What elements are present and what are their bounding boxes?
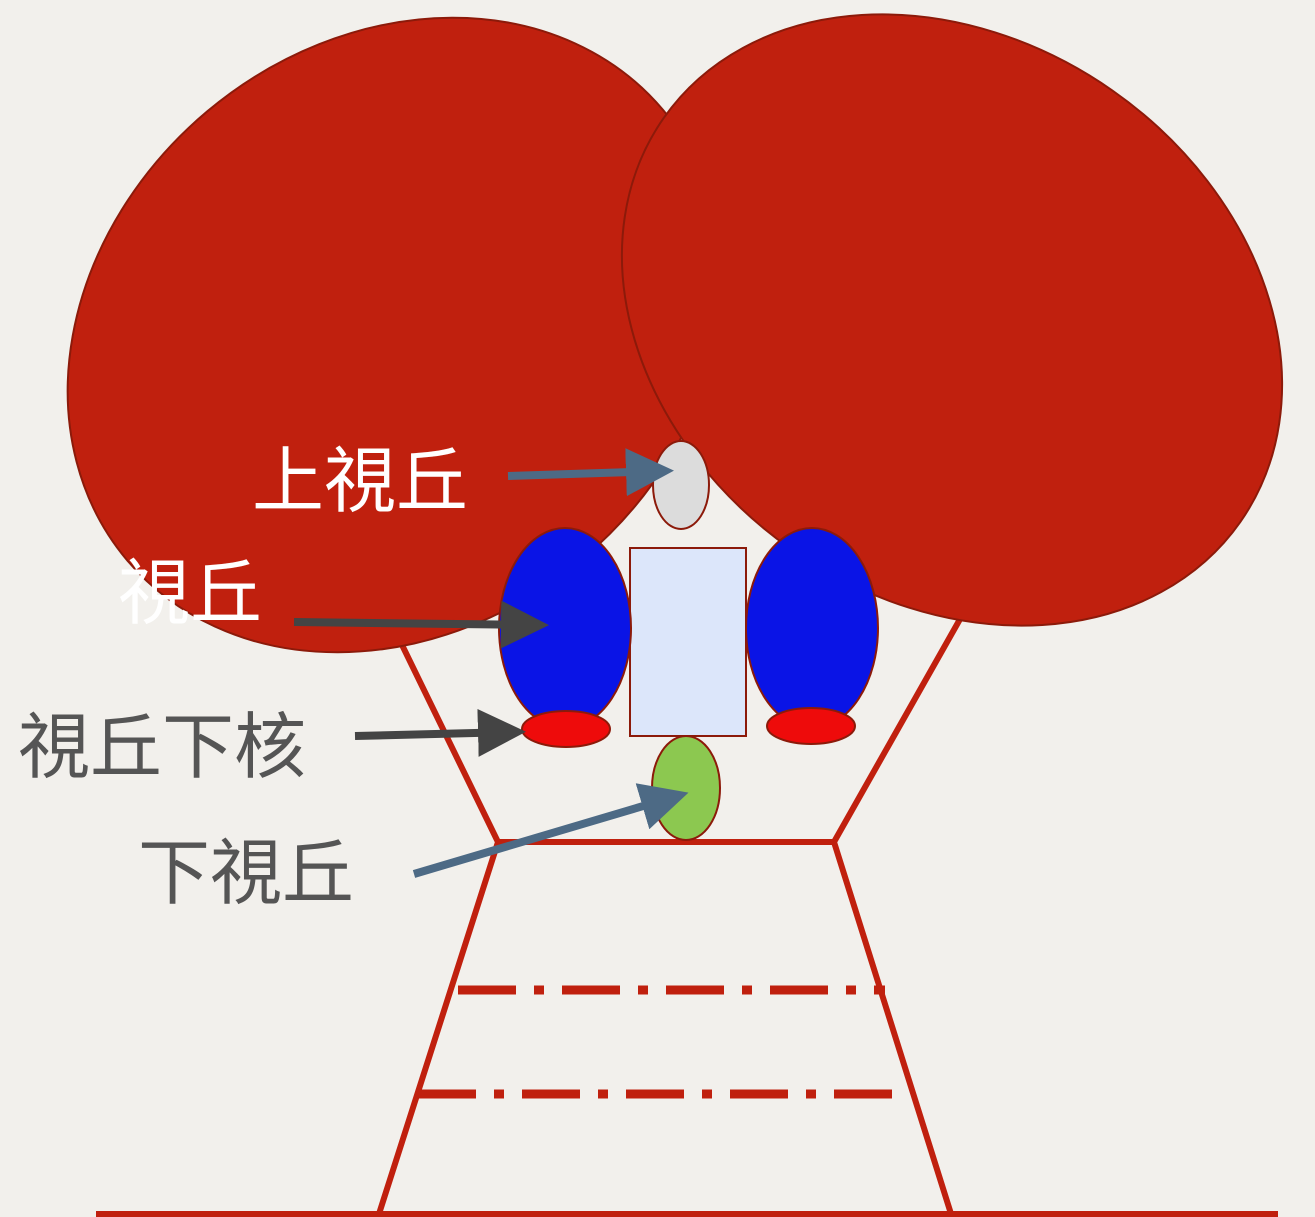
epithalamus-shape: [652, 440, 710, 530]
hypothalamus-shape: [651, 735, 721, 841]
right-thalamus: [745, 527, 879, 729]
dash-dot-lines: [418, 985, 905, 1099]
thalamus-label: 視丘: [118, 551, 262, 635]
right-subthalamic-nucleus: [766, 707, 856, 745]
third-ventricle: [629, 547, 747, 737]
epithalamus-label: 上視丘: [252, 439, 468, 523]
left-subthalamic-nucleus: [521, 710, 611, 748]
midbrain-left-edge: [375, 608, 502, 1217]
subthalamic-nucleus-label: 視丘下核: [18, 705, 306, 789]
subthalamic-nucleus-arrow: [354, 708, 526, 757]
epithalamus-arrow: [507, 448, 674, 497]
hypothalamus-label: 下視丘: [138, 831, 354, 915]
thalamus-arrow: [293, 600, 549, 649]
hypothalamus-arrow: [412, 783, 689, 878]
